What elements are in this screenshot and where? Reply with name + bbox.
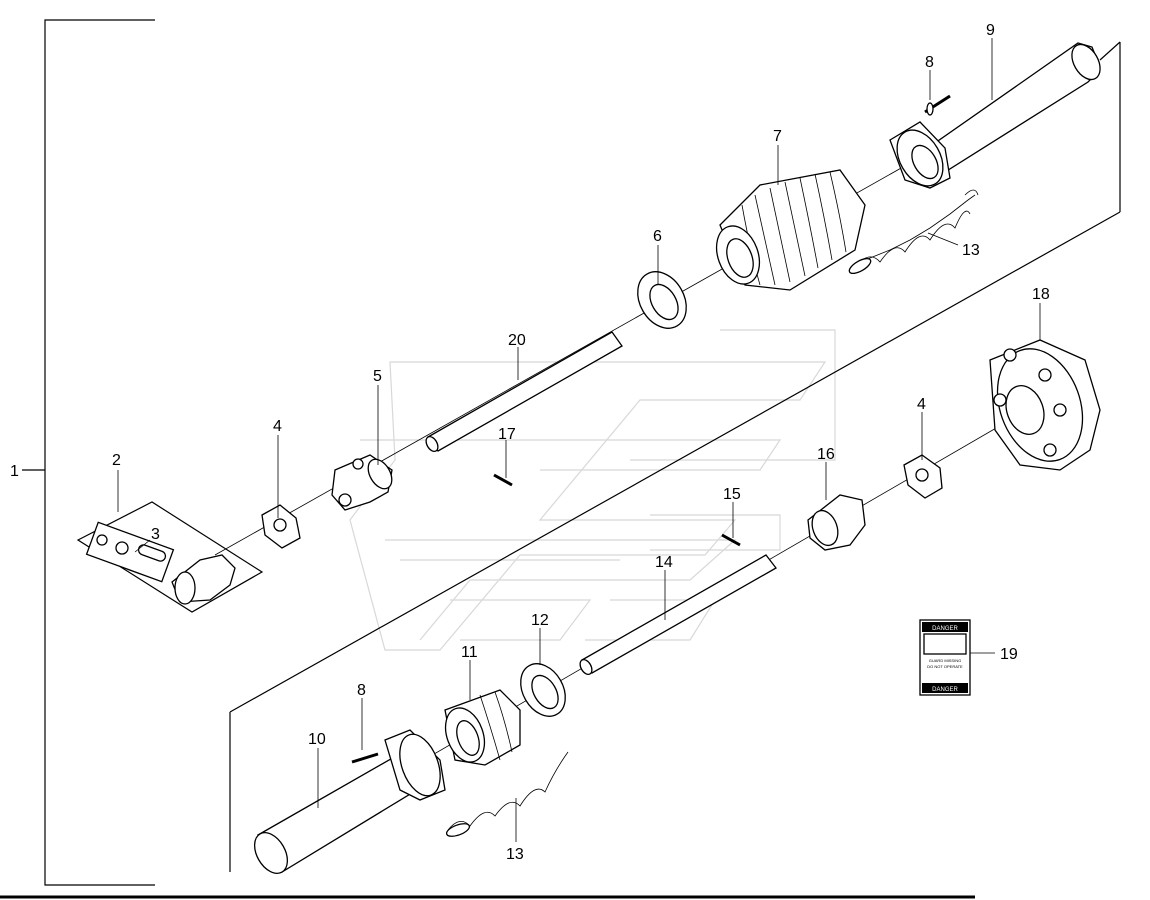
callout-15: 15: [723, 486, 741, 503]
callout-7: 7: [773, 128, 782, 145]
cross-journal-left: [261, 504, 301, 549]
yoke-lower: [807, 494, 866, 551]
callout-20: 20: [508, 332, 526, 349]
spring-pin-lower: [721, 533, 741, 547]
inner-tube-upper: [425, 331, 623, 453]
callout-8-top: 8: [925, 54, 934, 71]
callout-2: 2: [112, 452, 121, 469]
bellows-lower: [444, 689, 521, 766]
screw-top: [924, 94, 951, 116]
callout-9: 9: [986, 22, 995, 39]
guard-outline: [229, 41, 1121, 872]
callout-12: 12: [531, 612, 549, 629]
tractor-yoke-assembly: [76, 501, 264, 613]
leader-lines: [117, 38, 1041, 842]
screw-lower: [351, 752, 379, 764]
assembly-bracket: [22, 19, 155, 886]
safety-chain-upper: [848, 189, 979, 275]
callout-3: 3: [151, 526, 160, 543]
bearing-ring-lower: [520, 663, 566, 717]
spring-pin-upper: [493, 473, 513, 487]
decal-mid-text-2: DO NOT OPERATE: [927, 664, 963, 669]
callout-8-bottom: 8: [357, 682, 366, 699]
outer-guard-tube: [924, 42, 1101, 173]
callout-labels: 1 2 3 4 5 17 20 6 7 8 9 13 18 4 16 15 14…: [10, 22, 1050, 863]
callout-4-right: 4: [917, 396, 926, 413]
guard-cone-top: [889, 121, 951, 189]
callout-14: 14: [655, 554, 673, 571]
callout-6: 6: [653, 228, 662, 245]
callout-1: 1: [10, 463, 19, 480]
decal-top-text: DANGER: [932, 626, 958, 632]
callout-11: 11: [461, 644, 478, 661]
background-watermark: [349, 329, 836, 651]
friction-clutch: [989, 339, 1101, 471]
callout-13-top: 13: [962, 242, 980, 259]
inner-tube-lower: [579, 554, 777, 676]
cross-journal-right: [903, 454, 943, 499]
callout-17: 17: [498, 426, 516, 443]
decal-bottom-text: DANGER: [932, 687, 958, 693]
safety-chain-lower: [445, 751, 569, 837]
callout-5: 5: [373, 368, 382, 385]
bearing-ring-upper: [637, 271, 687, 329]
callout-16: 16: [817, 446, 835, 463]
danger-decal: DANGER GUARD MISSING DO NOT OPERATE DANG…: [919, 619, 971, 696]
guard-cone-lower: [384, 729, 446, 801]
yoke-upper: [331, 454, 393, 511]
callout-19: 19: [1000, 646, 1018, 663]
bellows-cone: [715, 169, 866, 291]
callout-4-left: 4: [273, 418, 282, 435]
callout-18: 18: [1032, 286, 1050, 303]
callout-10: 10: [308, 731, 326, 748]
decal-mid-text-1: GUARD MISSING: [929, 658, 961, 663]
callout-13-bottom: 13: [506, 846, 524, 863]
